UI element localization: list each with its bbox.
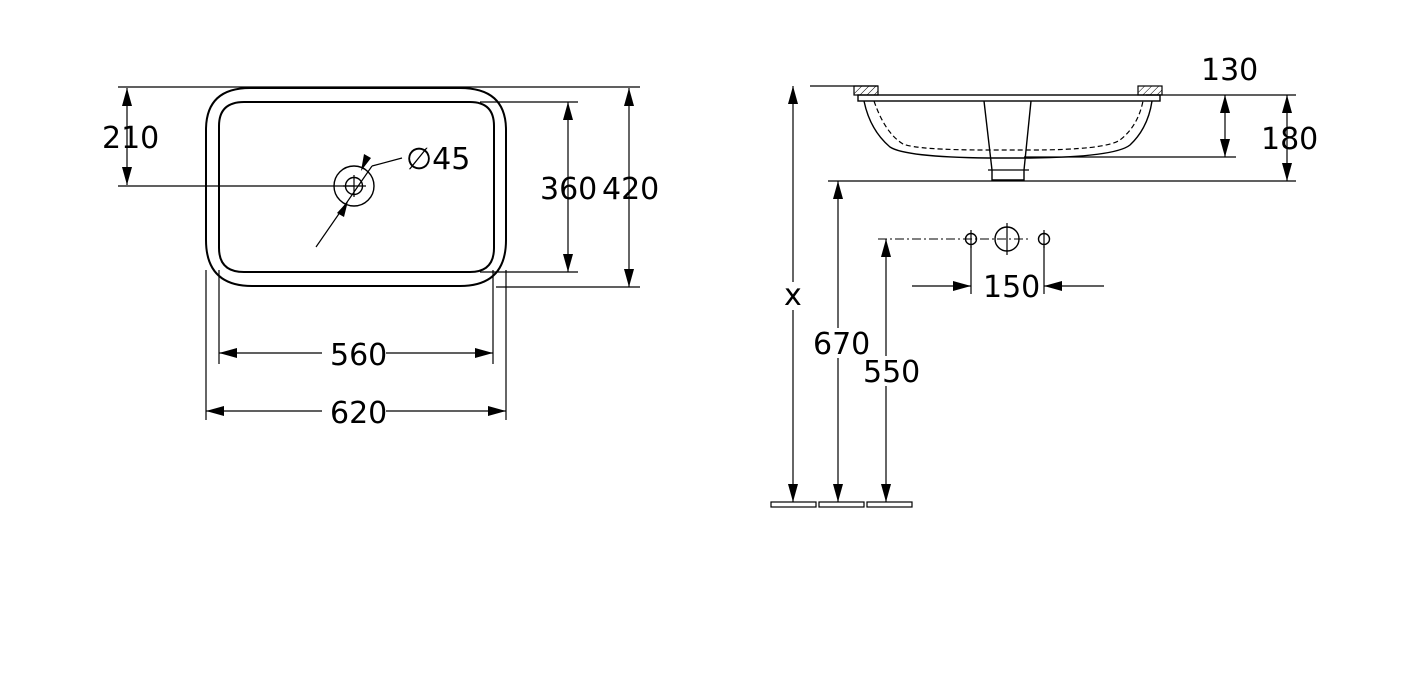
- dim-label-130: 130: [1201, 53, 1258, 88]
- dim-label-620: 620: [330, 396, 387, 431]
- arrow-150-right: [1044, 281, 1062, 291]
- basin-body-outer: [863, 100, 1153, 159]
- dim-label-670-bg: [812, 328, 866, 358]
- rim-block-right: [1137, 85, 1163, 96]
- arrow-diameter-lower: [337, 201, 348, 217]
- arrow-130-bottom: [1220, 139, 1230, 157]
- arrow-560-left: [219, 348, 237, 358]
- arrow-620-left: [206, 406, 224, 416]
- basin-body-inner: [873, 100, 1144, 151]
- arrow-550-bottom: [881, 484, 891, 502]
- dim-label-550: 550: [863, 355, 920, 390]
- arrow-670-bottom: [833, 484, 843, 502]
- arrow-360-bottom: [563, 254, 573, 272]
- arrow-x-bottom: [788, 484, 798, 502]
- top-view: 210 ∅45 360 420 560 620: [102, 86, 659, 431]
- diameter-leader-tail: [371, 157, 403, 167]
- dim-label-560: 560: [330, 338, 387, 373]
- tap-hole-outer: [333, 165, 375, 207]
- dim-label-x-bg: [783, 282, 803, 310]
- arrow-420-bottom: [624, 269, 634, 287]
- arrow-180-top: [1282, 95, 1292, 113]
- arrow-620-right: [488, 406, 506, 416]
- dim-label-x: x: [784, 278, 802, 313]
- arrow-210-top: [122, 88, 132, 106]
- dim-label-diameter: ∅45: [406, 142, 470, 177]
- arrow-420-top: [624, 88, 634, 106]
- dim-label-150: 150: [983, 270, 1040, 305]
- arrow-670-top: [833, 181, 843, 199]
- drain-outlet: [983, 100, 1032, 181]
- arrow-560-right: [475, 348, 493, 358]
- floor-plate-1: [770, 501, 817, 508]
- rim-flange: [857, 94, 1161, 102]
- arrow-360-top: [563, 102, 573, 120]
- dim-label-180: 180: [1261, 122, 1318, 157]
- arrow-150-left: [953, 281, 971, 291]
- floor-plate-3: [866, 501, 913, 508]
- basin-inner-outline: [218, 101, 495, 273]
- rim-block-left: [853, 85, 879, 96]
- arrow-130-top: [1220, 95, 1230, 113]
- arrow-550-top: [881, 239, 891, 257]
- side-view: 130 180 x 670 550: [770, 53, 1318, 508]
- arrow-210-bottom: [122, 167, 132, 185]
- dim-label-670: 670: [813, 327, 870, 362]
- arrow-diameter-upper: [361, 154, 371, 171]
- basin-outer-outline: [205, 87, 507, 287]
- floor-plate-2: [818, 501, 865, 508]
- arrow-x-top: [788, 86, 798, 104]
- dim-label-550-bg: [862, 356, 916, 386]
- dim-label-420: 420: [602, 172, 659, 207]
- dim-label-210: 210: [102, 121, 159, 156]
- dim-label-360: 360: [540, 172, 597, 207]
- arrow-180-bottom: [1282, 163, 1292, 181]
